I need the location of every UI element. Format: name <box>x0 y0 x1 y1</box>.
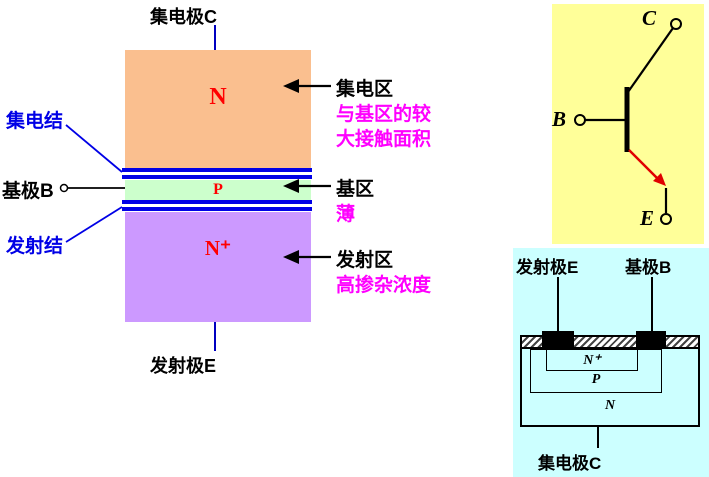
xs-base-electrode-label: 基极B <box>625 258 672 277</box>
symbol-emitter-terminal-circle <box>660 213 672 225</box>
collector-region-note-2: 大接触面积 <box>336 129 432 150</box>
symbol-collector-terminal-circle <box>670 18 682 30</box>
collector-terminal-label: 集电极C <box>150 7 217 27</box>
emitter-contact-pad <box>542 331 574 349</box>
annotation-arrows <box>283 79 331 264</box>
base-terminal-circle <box>59 183 69 193</box>
base-terminal-label: 基极B <box>2 181 54 202</box>
emitter-region-note: 高掺杂浓度 <box>336 275 432 296</box>
nplus-layer-label: N⁺ <box>583 352 601 368</box>
emitter-region-box <box>125 212 311 322</box>
collector-junction-label: 集电结 <box>6 111 64 132</box>
base-arrowhead-icon <box>283 179 299 193</box>
region-p-letter: P <box>213 181 223 198</box>
symbol-collector-line <box>627 27 674 93</box>
base-region-box <box>125 180 311 200</box>
emitter-arrowhead-icon <box>283 250 299 264</box>
p-layer-label: P <box>591 372 601 387</box>
n-layer-label: N <box>604 398 616 413</box>
xs-collector-electrode-label: 集电极C <box>538 454 602 473</box>
symbol-base-letter: B <box>552 107 567 131</box>
collector-junction-pointer <box>65 124 123 173</box>
collector-region-note-1: 与基区的较 <box>336 104 432 125</box>
base-region-note: 薄 <box>336 204 356 225</box>
emitter-junction-pointer <box>65 206 123 243</box>
cross-section-nplus-region: N⁺ <box>546 349 638 371</box>
base-region-title: 基区 <box>336 179 375 200</box>
symbol-emitter-letter: E <box>640 206 655 230</box>
emitter-junction-label: 发射结 <box>6 236 64 257</box>
collector-arrowhead-icon <box>283 79 299 93</box>
cross-section-panel <box>513 248 709 477</box>
symbol-emitter-arrowhead-icon <box>653 173 666 186</box>
xs-emitter-electrode-label: 发射极E <box>516 258 579 277</box>
symbol-base-terminal-circle <box>574 114 586 126</box>
collector-region-title: 集电区 <box>336 79 394 100</box>
base-contact-pad <box>636 331 666 349</box>
symbol-emitter-red-line <box>628 149 658 179</box>
collector-region-box <box>125 50 311 168</box>
emitter-terminal-label: 发射极E <box>150 356 217 376</box>
collector-junction-lines <box>122 168 312 179</box>
emitter-junction-lines <box>122 200 312 211</box>
symbol-collector-letter: C <box>642 6 657 30</box>
emitter-region-title: 发射区 <box>336 250 394 271</box>
region-n-letter: N <box>209 84 227 110</box>
region-nplus-letter: N⁺ <box>204 236 232 260</box>
npn-symbol <box>574 18 682 225</box>
